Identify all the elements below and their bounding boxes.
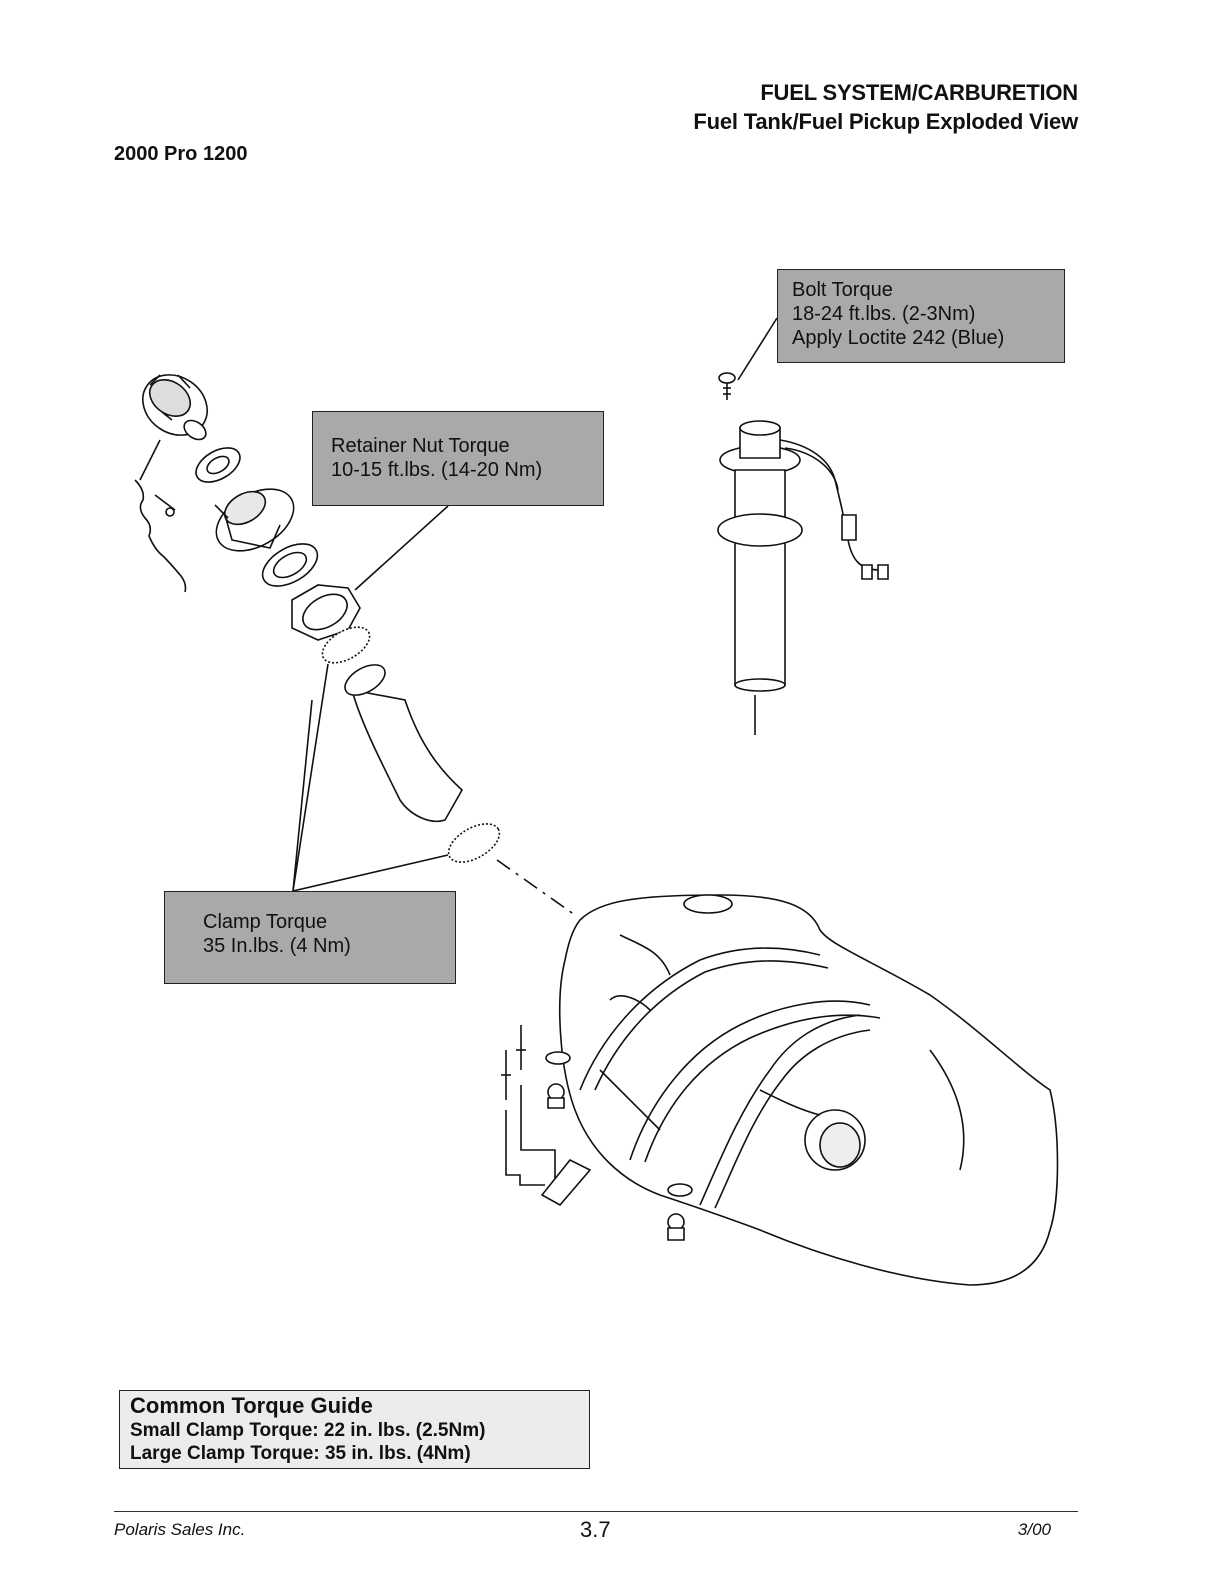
- large-clamp-torque: Large Clamp Torque: 35 in. lbs. (4Nm): [130, 1443, 471, 1464]
- fuel-tank: [560, 895, 1058, 1285]
- clamp-callout-spec: 35 In.lbs. (4 Nm): [203, 935, 351, 957]
- retainer-callout-spec: 10-15 ft.lbs. (14-20 Nm): [331, 459, 543, 481]
- page-title: Fuel Tank/Fuel Pickup Exploded View: [693, 109, 1078, 134]
- bolt-torque-callout: Bolt Torque 18-24 ft.lbs. (2-3Nm) Apply …: [777, 269, 1065, 363]
- footer-divider: [114, 1511, 1078, 1512]
- lower-hose-clamp: [442, 816, 505, 870]
- cap-tether: [135, 440, 186, 592]
- page-number: 3.7: [580, 1517, 611, 1542]
- model-label: 2000 Pro 1200: [114, 143, 248, 165]
- bolt-callout-title: Bolt Torque: [792, 279, 893, 301]
- fuel-pickup: [718, 421, 888, 735]
- hose-axis-line: [497, 860, 575, 915]
- clamp-leader-line-lower: [293, 855, 448, 891]
- small-clamp-torque: Small Clamp Torque: 22 in. lbs. (2.5Nm): [130, 1420, 486, 1441]
- fill-hose: [340, 659, 462, 822]
- upper-hose-clamp: [316, 620, 375, 670]
- torque-guide-title: Common Torque Guide: [130, 1393, 373, 1418]
- clamp-leader-line-upper: [293, 664, 328, 891]
- bolt-callout-spec: 18-24 ft.lbs. (2-3Nm): [792, 303, 976, 325]
- retainer-nut-torque-callout: Retainer Nut Torque 10-15 ft.lbs. (14-20…: [312, 411, 604, 506]
- retainer-leader-line: [355, 506, 448, 590]
- footer-date: 3/00: [1017, 1520, 1051, 1539]
- clamp-leader-line-mid: [293, 700, 312, 891]
- section-title: FUEL SYSTEM/CARBURETION: [760, 80, 1078, 105]
- retainer-nut: [292, 585, 360, 640]
- clamp-torque-callout: Clamp Torque 35 In.lbs. (4 Nm): [164, 891, 456, 984]
- retainer-callout-title: Retainer Nut Torque: [331, 435, 510, 457]
- common-torque-guide: Common Torque Guide Small Clamp Torque: …: [119, 1390, 590, 1469]
- footer-company: Polaris Sales Inc.: [114, 1520, 246, 1539]
- bolt-leader-line: [738, 318, 777, 380]
- bolt-callout-note: Apply Loctite 242 (Blue): [792, 327, 1005, 349]
- fuel-cap: [131, 363, 219, 448]
- bolt: [719, 373, 735, 400]
- clamp-callout-title: Clamp Torque: [203, 911, 328, 933]
- filler-neck: [206, 476, 305, 563]
- tank-mount-hardware: [501, 1025, 692, 1240]
